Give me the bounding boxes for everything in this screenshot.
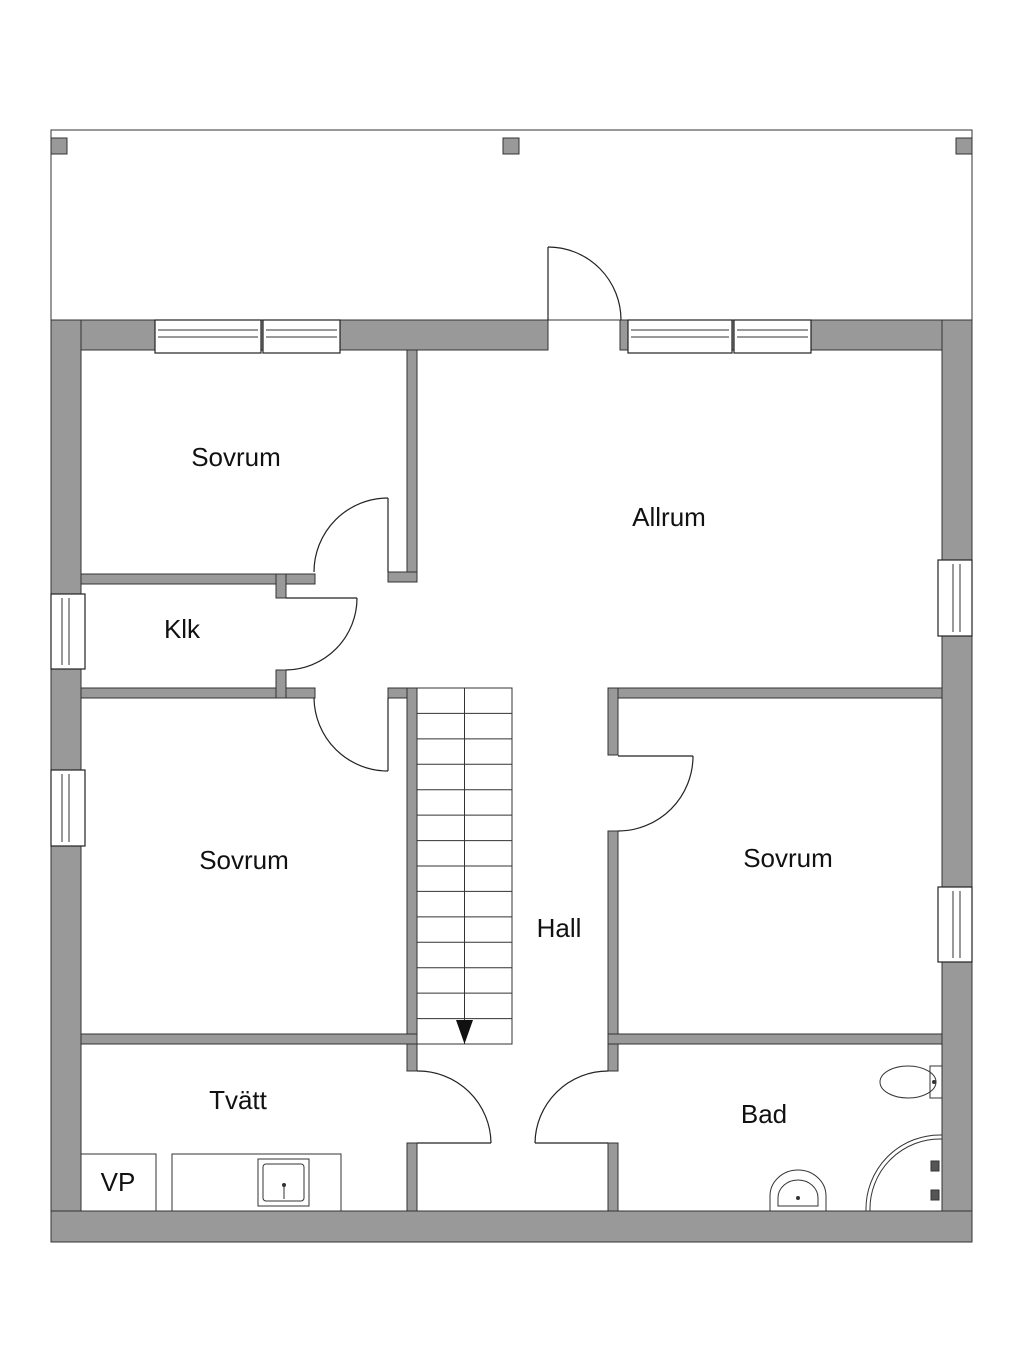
porch — [50, 129, 973, 321]
room-label-hall: Hall — [537, 913, 582, 943]
doors — [285, 246, 694, 1144]
toilet — [879, 1065, 943, 1099]
room-label-bath: Bad — [741, 1099, 787, 1129]
utility-sink — [257, 1158, 310, 1207]
laundry-fixtures — [80, 1153, 342, 1212]
room-label-bedroom-left: Sovrum — [199, 845, 289, 875]
room-label-heat-pump: VP — [101, 1167, 136, 1197]
room-label-closet: Klk — [164, 614, 201, 644]
windows — [50, 319, 973, 963]
room-label-living: Allrum — [632, 502, 706, 532]
shower — [865, 1134, 943, 1212]
room-label-bedroom-right: Sovrum — [743, 843, 833, 873]
interior-walls — [80, 349, 943, 1212]
room-label-bedroom-top-left: Sovrum — [191, 442, 281, 472]
room-label-laundry: Tvätt — [209, 1085, 268, 1115]
room-labels: Sovrum Allrum Klk Sovrum Sovrum Hall Tvä… — [101, 442, 833, 1197]
heat-pump-box — [80, 1153, 157, 1212]
washbasin — [769, 1169, 827, 1211]
staircase — [416, 687, 513, 1045]
bath-fixtures — [769, 1065, 943, 1212]
laundry-counter — [171, 1153, 342, 1212]
